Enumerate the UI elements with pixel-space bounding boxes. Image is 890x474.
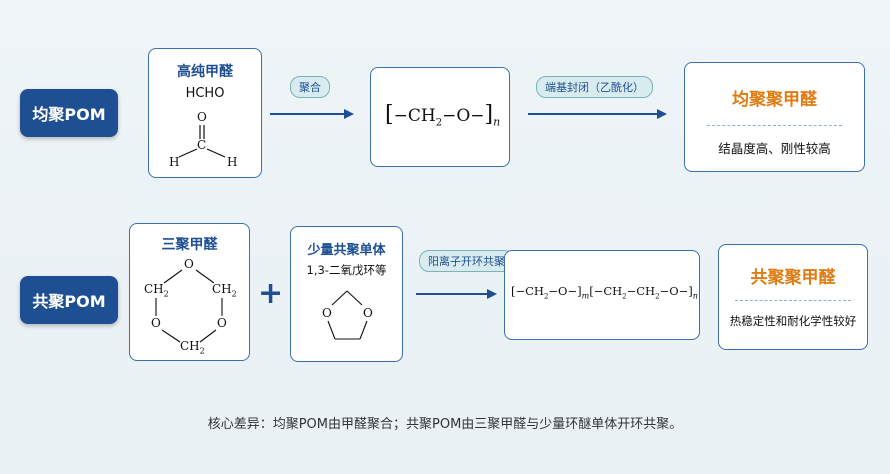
copolymer-chain-formula: [−CH2−O−]m[−CH2−CH2−O−]n [511,284,698,300]
divider [707,125,842,126]
ch-text: CH [212,282,232,296]
subscript-n: n [493,115,501,129]
polymerization-label: 聚合 [290,76,330,98]
dioxolane-o-right: O [363,306,373,320]
dash: − [442,106,457,126]
copolymer-result-card: 共聚聚甲醛 热稳定性和耐化学性较好 [718,244,868,350]
dioxolane-ring [327,290,368,340]
comonomer-card: 少量共聚单体 1,3-二氧戊环等 O O [290,226,403,362]
subscript-2: 2 [435,117,443,129]
copolymer-chain-card: [−CH2−O−]m[−CH2−CH2−O−]n [504,250,700,340]
trioxane-title: 三聚甲醛 [161,237,218,253]
ring-o-bottom-left: O [151,316,161,330]
sub-2: 2 [622,292,627,301]
ring-ch2-bottom: CH2 [180,339,205,355]
homopolymer-label: 均聚POM [20,89,118,137]
trioxane-card: 三聚甲醛 O CH2 CH2 O O CH2 [129,223,250,361]
copolymerization-label: 阳离子开环共聚 [419,250,514,272]
sub-2: 2 [655,292,660,301]
sub-2: 2 [199,346,205,356]
comonomer-title: 少量共聚单体 [307,243,386,258]
bracket-close: ] [484,102,494,127]
bracket-open: [ [385,102,394,127]
segment1: [−CH [511,284,544,298]
ring-ch2-top-left: CH2 [144,282,169,298]
ring-o-bottom-right: O [217,316,227,330]
dioxolane-o-left: O [322,306,332,320]
segment1-tail: −O−] [548,284,582,298]
endcap-label: 端基封闭（乙酰化） [536,76,653,98]
subscript-n: n [692,291,698,301]
copolymer-result-desc: 热稳定性和耐化学性较好 [729,314,857,328]
atom-o: O [197,110,207,124]
ring-o-top: O [184,257,194,271]
homopolymer-chain-formula: [−CH2−O−]n [385,102,500,128]
dash: − [470,106,485,126]
comonomer-subtitle: 1,3-二氧戊环等 [306,263,387,277]
formaldehyde-card: 高纯甲醛 HCHO O C H H [148,48,262,178]
footer-note: 核心差异：均聚POM由甲醛聚合；共聚POM由三聚甲醛与少量环醚单体开环共聚。 [207,417,683,432]
copolymer-label: 共聚POM [20,276,118,324]
subscript-m: m [581,291,590,301]
homopolymer-chain-card: [−CH2−O−]n [370,67,510,167]
ch-group: CH [407,106,436,126]
formaldehyde-title: 高纯甲醛 [177,64,233,80]
ch-text: CH [144,282,164,296]
ch-text: CH [180,339,200,353]
divider [735,300,851,301]
segment2-mid: −CH [626,284,656,298]
atom-h-left: H [169,155,180,169]
segment2-tail: −O−] [659,284,693,298]
copolymer-result-title: 共聚聚甲醛 [750,268,836,288]
sub-2: 2 [163,289,169,299]
sub-2: 2 [231,289,237,299]
homopolymer-result-card: 均聚聚甲醛 结晶度高、刚性较高 [684,62,865,172]
sub-2: 2 [543,292,549,301]
plus-sign: + [258,276,284,311]
formaldehyde-structure [178,125,226,158]
homopolymer-result-title: 均聚聚甲醛 [732,90,817,110]
oxygen: O [456,106,471,126]
homopolymer-result-desc: 结晶度高、刚性较高 [718,141,831,156]
ring-ch2-top-right: CH2 [212,282,237,298]
atom-c: C [197,138,207,152]
segment2: [−CH [589,284,623,298]
trioxane-ring [155,269,223,343]
formaldehyde-formula: HCHO [185,86,225,101]
dash: − [393,106,408,126]
atom-h-right: H [227,155,238,169]
